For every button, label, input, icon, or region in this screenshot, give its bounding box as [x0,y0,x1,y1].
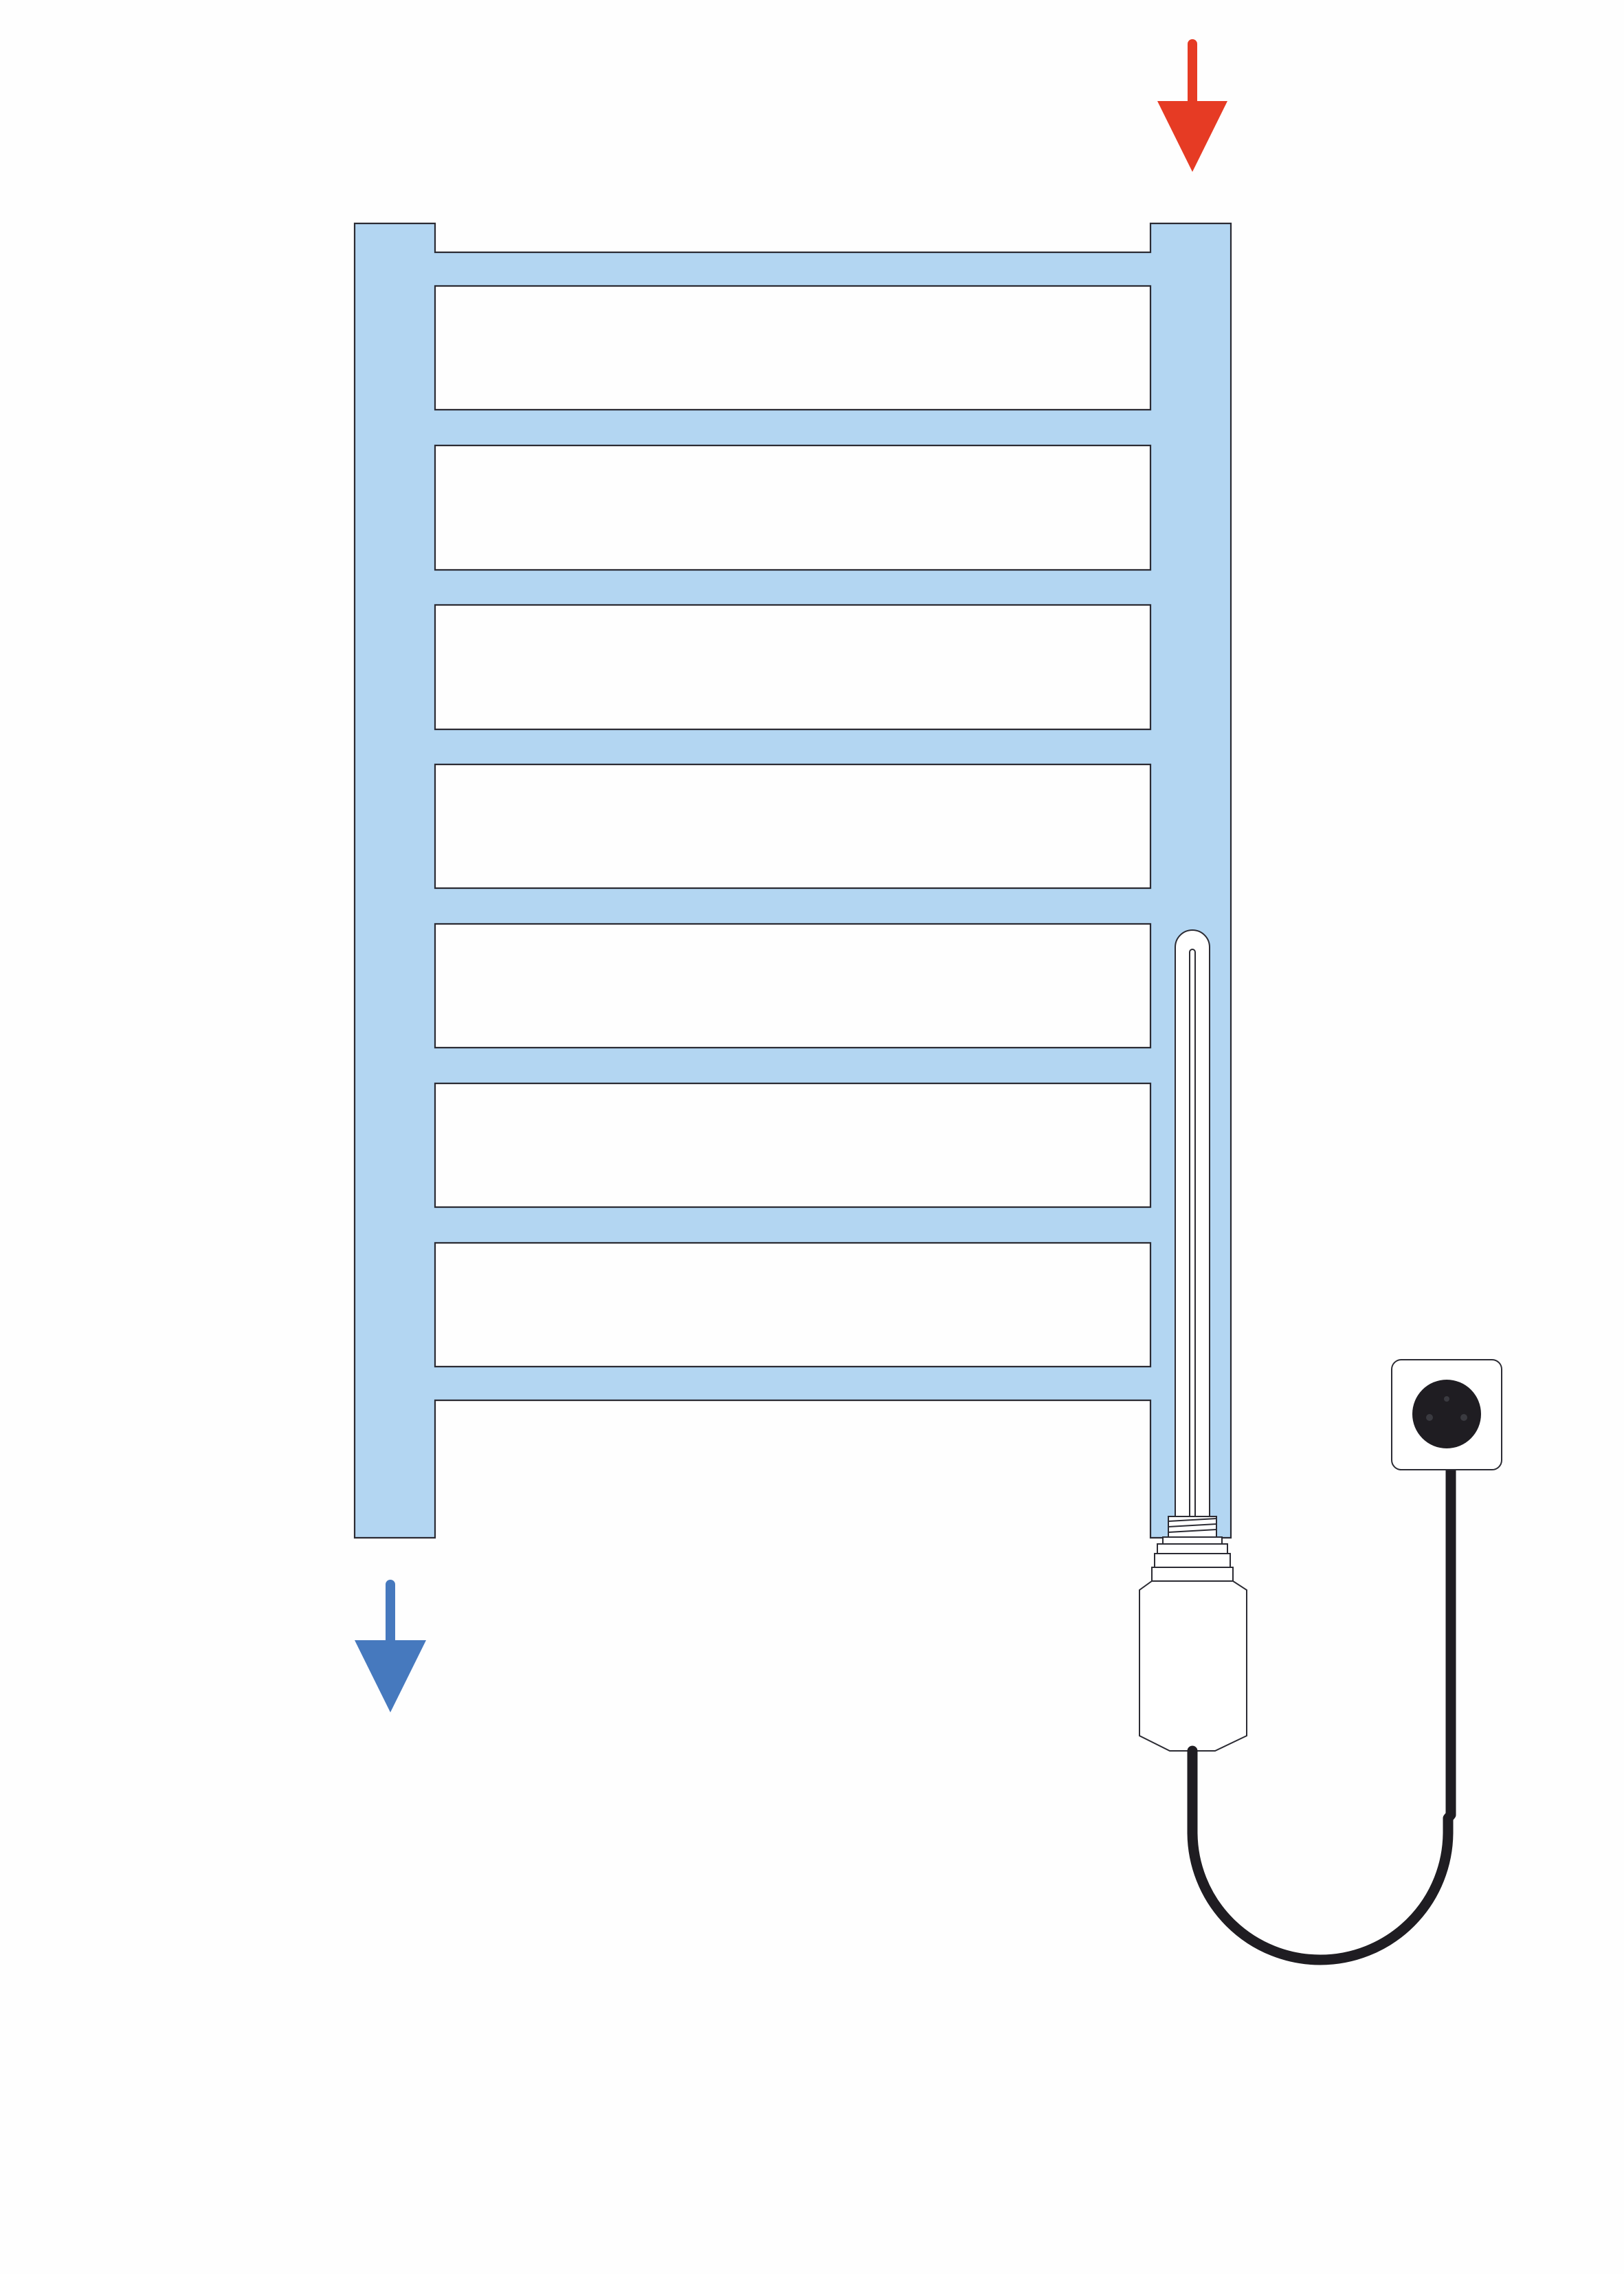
heating-rod [1175,929,1210,1516]
hot-water-inlet-arrow-icon [1157,39,1227,172]
plug-ground [1444,1396,1449,1402]
element-collar [1162,1536,1223,1545]
element-nut-1 [1157,1543,1228,1554]
heater-controller-housing [1139,1580,1247,1752]
heating-rod-inner [1189,949,1196,1516]
power-cable-icon [1187,1428,1456,1965]
plug-icon [1412,1380,1481,1448]
electric-heating-element-icon [1139,929,1247,1752]
plug-pin [1460,1414,1467,1421]
element-nut-3 [1151,1567,1234,1582]
cold-water-outlet-arrow-icon [355,1580,426,1712]
radiator-frame [353,222,1232,1539]
element-thread [1168,1516,1217,1538]
element-nut-2 [1154,1553,1231,1568]
towel-radiator [353,222,1232,1539]
wall-socket-icon [1391,1359,1502,1470]
plug-pin [1426,1414,1433,1421]
